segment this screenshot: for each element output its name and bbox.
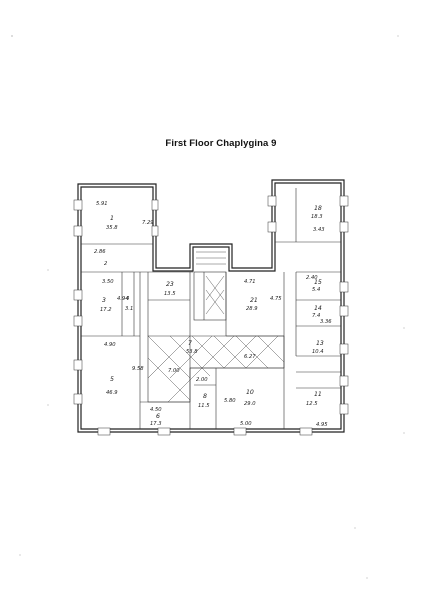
svg-text:12.5: 12.5 bbox=[306, 401, 318, 407]
svg-text:17.2: 17.2 bbox=[100, 307, 112, 313]
svg-text:10: 10 bbox=[246, 389, 254, 396]
svg-text:46.9: 46.9 bbox=[106, 390, 118, 396]
svg-text:6: 6 bbox=[156, 413, 160, 420]
svg-text:7: 7 bbox=[188, 340, 192, 347]
svg-text:13: 13 bbox=[316, 340, 324, 347]
svg-text:2: 2 bbox=[104, 261, 107, 267]
svg-text:4.90: 4.90 bbox=[104, 342, 116, 348]
svg-text:2.00: 2.00 bbox=[196, 377, 208, 383]
svg-text:18: 18 bbox=[314, 205, 322, 212]
svg-text:1: 1 bbox=[110, 215, 114, 222]
room-label-7: 7 53.8 7.00 bbox=[168, 340, 198, 374]
room-label-10: 5.80 10 29.0 5.00 bbox=[224, 389, 256, 427]
stair-hatching bbox=[196, 251, 226, 315]
room-label-1: 5.91 1 35.8 7.29 bbox=[96, 201, 154, 231]
outer-walls bbox=[77, 179, 345, 433]
svg-text:3.50: 3.50 bbox=[102, 279, 114, 285]
room-label-14: 14 7.4 3.36 bbox=[312, 305, 332, 325]
svg-text:4: 4 bbox=[126, 296, 129, 302]
svg-text:21: 21 bbox=[250, 297, 258, 304]
svg-text:2.40: 2.40 bbox=[306, 275, 318, 281]
svg-text:5.4: 5.4 bbox=[312, 287, 320, 293]
room-label-18: 18 18.3 3.43 bbox=[311, 205, 325, 233]
svg-text:18.3: 18.3 bbox=[311, 214, 323, 220]
room-label-22: 6.27 bbox=[244, 354, 256, 360]
svg-text:5.80: 5.80 bbox=[224, 398, 236, 404]
svg-text:5: 5 bbox=[110, 376, 114, 383]
room-label-8: 8 11.5 2.00 bbox=[196, 377, 210, 409]
svg-text:11: 11 bbox=[314, 391, 322, 398]
svg-text:53.8: 53.8 bbox=[186, 349, 198, 355]
svg-text:3.36: 3.36 bbox=[320, 319, 332, 325]
room-label-13: 13 10.4 bbox=[312, 340, 324, 355]
svg-text:9.58: 9.58 bbox=[132, 366, 144, 372]
svg-text:4.95: 4.95 bbox=[316, 422, 328, 428]
room-label-6: 4.50 6 17.3 bbox=[150, 407, 162, 427]
svg-text:4.50: 4.50 bbox=[150, 407, 162, 413]
svg-text:10.4: 10.4 bbox=[312, 349, 324, 355]
svg-text:4.94: 4.94 bbox=[117, 296, 129, 302]
plan-title: First Floor Chaplygina 9 bbox=[165, 138, 277, 149]
svg-text:3.1: 3.1 bbox=[125, 306, 133, 312]
svg-text:8: 8 bbox=[203, 393, 207, 400]
corridor-hatching bbox=[147, 335, 285, 403]
svg-text:6.27: 6.27 bbox=[244, 354, 256, 360]
svg-text:4.71: 4.71 bbox=[244, 279, 256, 285]
svg-text:11.5: 11.5 bbox=[198, 403, 210, 409]
svg-text:7.00: 7.00 bbox=[168, 368, 180, 374]
svg-text:14: 14 bbox=[314, 305, 322, 312]
interior-walls bbox=[81, 188, 341, 429]
svg-text:35.8: 35.8 bbox=[106, 225, 118, 231]
svg-text:28.9: 28.9 bbox=[246, 306, 258, 312]
svg-text:3: 3 bbox=[102, 297, 106, 304]
svg-text:13.5: 13.5 bbox=[164, 291, 176, 297]
svg-text:15: 15 bbox=[314, 279, 322, 286]
room-label-11: 11 12.5 4.95 bbox=[306, 391, 328, 428]
room-label-4: 4 3.1 bbox=[125, 296, 133, 312]
svg-text:17.3: 17.3 bbox=[150, 421, 162, 427]
svg-text:4.75: 4.75 bbox=[270, 296, 282, 302]
svg-text:3.43: 3.43 bbox=[313, 227, 325, 233]
paper-specks bbox=[11, 35, 405, 579]
room-label-23: 23 13.5 bbox=[164, 281, 176, 297]
room-label-15: 15 5.4 2.40 bbox=[306, 275, 322, 293]
svg-text:23: 23 bbox=[166, 281, 174, 288]
room-label-5: 4.90 5 46.9 9.58 bbox=[104, 342, 144, 396]
svg-text:5.91: 5.91 bbox=[96, 201, 108, 207]
svg-text:2.86: 2.86 bbox=[94, 249, 106, 255]
room-label-2: 2.86 2 bbox=[94, 249, 107, 267]
svg-text:7.4: 7.4 bbox=[312, 313, 320, 319]
room-label-21: 21 28.9 4.71 4.75 bbox=[244, 279, 282, 312]
svg-text:29.0: 29.0 bbox=[244, 401, 256, 407]
room-label-3: 3.50 3 17.2 4.94 bbox=[100, 279, 129, 313]
windows bbox=[73, 195, 349, 436]
svg-text:7.29: 7.29 bbox=[142, 220, 154, 226]
svg-text:5.00: 5.00 bbox=[240, 421, 252, 427]
